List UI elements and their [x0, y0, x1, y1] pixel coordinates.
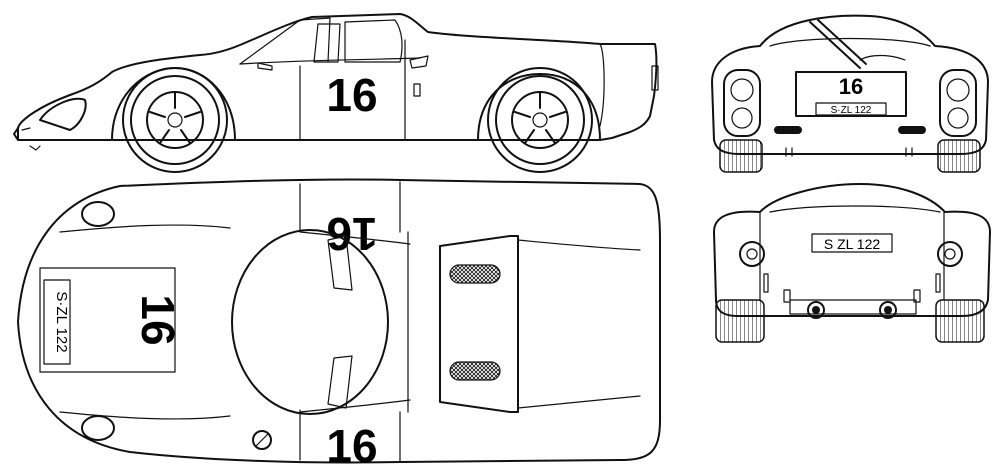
side-intake — [409, 55, 429, 69]
top-fender-line-upper — [59, 224, 231, 233]
side-nose-vent — [21, 127, 31, 131]
top-plate-frame — [43, 279, 71, 365]
side-taillight — [651, 65, 659, 91]
top-headlight-left — [81, 201, 115, 227]
top-view: 16 16 S·ZL 122 16 — [17, 178, 661, 468]
rear-tire-left — [715, 299, 765, 343]
top-fuel-cap — [252, 430, 272, 450]
top-engine-cover — [439, 235, 519, 413]
rear-tire-right — [935, 299, 985, 343]
top-race-number-lower: 16 — [326, 420, 377, 468]
rear-light-left — [739, 241, 765, 267]
top-rear-line-top — [517, 239, 641, 251]
top-number-panel-bottom — [299, 409, 401, 463]
front-license-plate: S·ZL 122 — [831, 105, 872, 116]
front-tire-left — [719, 139, 763, 173]
side-rear-wheel — [487, 67, 593, 173]
side-body-outline — [17, 13, 658, 141]
top-canopy — [231, 229, 389, 415]
front-vent-left — [774, 126, 802, 134]
top-vent-lower — [449, 361, 501, 381]
rear-light-right — [937, 241, 963, 267]
front-plate-frame — [815, 102, 887, 116]
top-race-number-hood: 16 — [132, 294, 184, 345]
front-tire-right — [937, 139, 981, 173]
rear-reflectors — [763, 273, 941, 293]
side-headlight — [39, 97, 87, 131]
rear-body-outline — [713, 183, 991, 317]
top-number-panel-top — [299, 181, 401, 233]
front-wiper — [809, 19, 867, 69]
front-number-panel — [795, 71, 907, 117]
front-headlight-right — [939, 69, 977, 137]
front-body-outline — [711, 14, 989, 155]
top-door-window-bottom — [327, 355, 353, 409]
side-door-window — [313, 23, 341, 63]
side-front-wheel — [122, 67, 228, 173]
front-headlight-left — [723, 69, 761, 137]
top-door-window-top — [327, 235, 353, 291]
rear-plate-frame — [811, 233, 893, 253]
top-license-plate: S·ZL 122 — [53, 291, 70, 352]
top-headlight-right — [81, 415, 115, 441]
side-mirror — [257, 62, 273, 71]
top-canopy-edge-bottom — [299, 399, 411, 413]
rear-window-base — [769, 205, 941, 213]
rear-exhaust-left — [807, 301, 825, 319]
side-view: 16 — [13, 13, 659, 173]
side-fuel-cap — [413, 83, 421, 97]
side-front-splitter — [29, 145, 41, 151]
front-tow-hooks — [785, 147, 913, 157]
side-rear-arch — [477, 73, 601, 141]
top-fender-line-lower — [59, 411, 231, 420]
rear-panel-lines — [759, 211, 945, 301]
rear-license-plate: S ZL 122 — [824, 236, 881, 252]
top-vent-upper — [449, 264, 501, 284]
front-windshield-base — [769, 37, 931, 47]
rear-diffuser — [789, 299, 917, 315]
side-tail-line — [599, 43, 605, 127]
side-windshield — [239, 17, 331, 65]
front-race-number: 16 — [839, 74, 863, 99]
top-hood-panel — [39, 267, 176, 373]
rear-view: S ZL 122 — [713, 183, 991, 343]
front-vent-right — [898, 126, 926, 134]
side-race-number: 16 — [326, 69, 377, 121]
front-view: 16 S·ZL 122 — [711, 14, 989, 173]
top-rear-line-bottom — [517, 395, 641, 409]
side-nose-tip — [13, 127, 19, 141]
top-body-outline — [17, 178, 661, 464]
side-beltline — [239, 57, 421, 65]
rear-exhaust-right — [879, 301, 897, 319]
front-roof-vent — [859, 54, 906, 61]
top-canopy-edge-top — [299, 231, 411, 245]
side-rear-window — [344, 19, 403, 63]
